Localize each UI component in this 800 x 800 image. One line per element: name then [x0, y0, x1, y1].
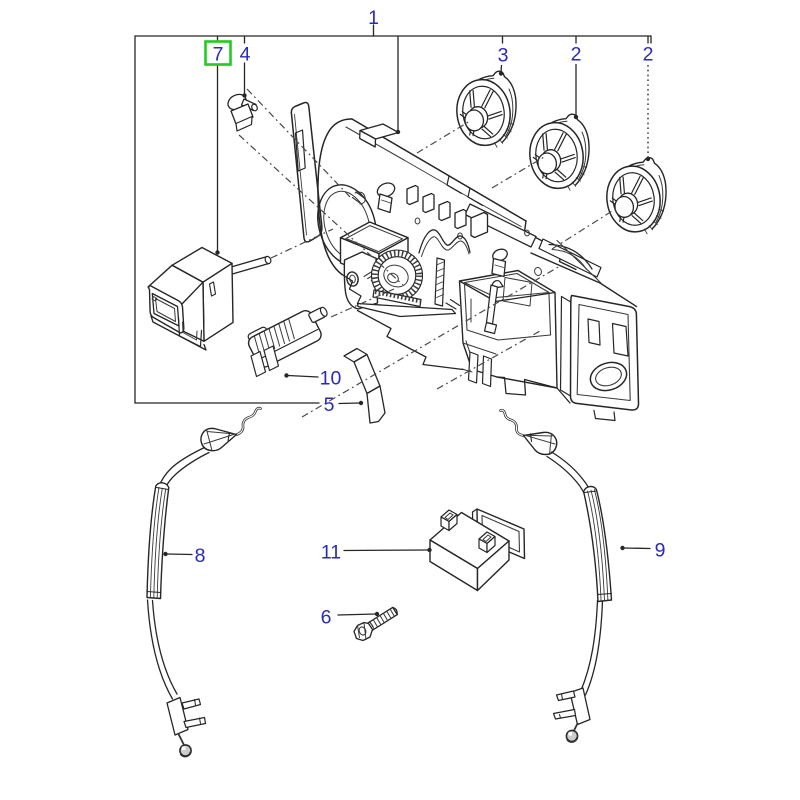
svg-text:5: 5 — [324, 394, 335, 416]
svg-text:4: 4 — [240, 44, 251, 66]
svg-text:7: 7 — [213, 44, 224, 66]
svg-text:1: 1 — [368, 7, 379, 29]
svg-text:9: 9 — [655, 540, 666, 562]
svg-text:6: 6 — [321, 607, 332, 629]
svg-text:10: 10 — [320, 368, 342, 390]
svg-text:3: 3 — [498, 45, 509, 67]
svg-text:2: 2 — [571, 44, 582, 66]
svg-text:11: 11 — [321, 542, 341, 564]
svg-text:8: 8 — [195, 545, 206, 567]
svg-text:2: 2 — [643, 44, 654, 66]
